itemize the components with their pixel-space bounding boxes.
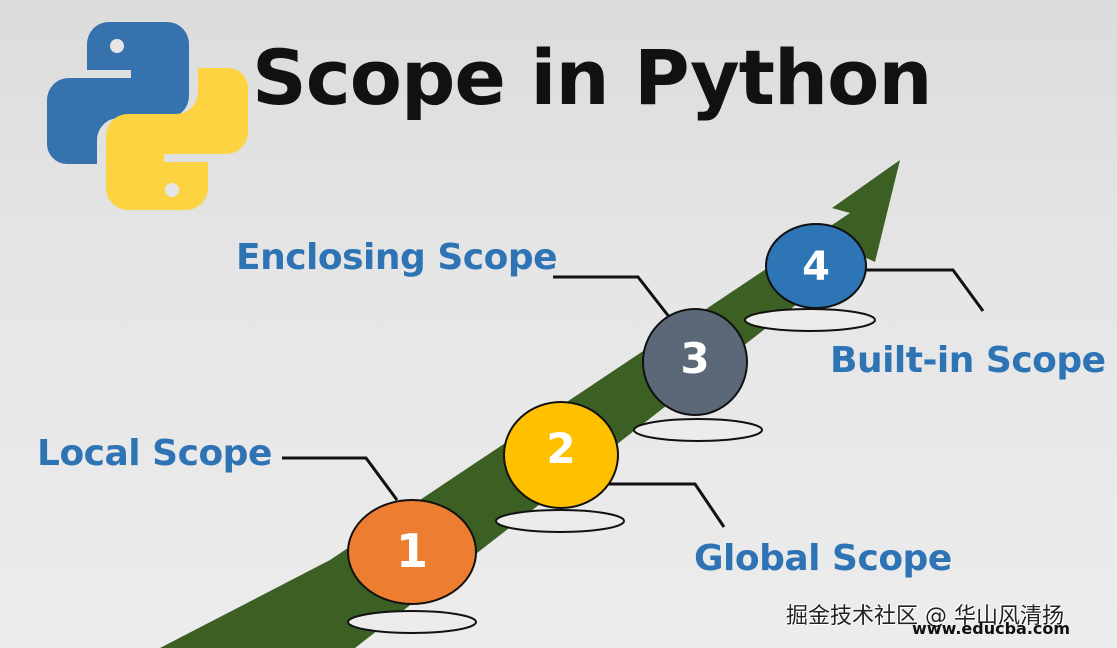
step-number-2: 2 [546,424,576,473]
label-builtin-scope: Built-in Scope [830,340,1106,381]
step-number-4: 4 [802,244,830,290]
python-logo-icon [47,22,248,210]
step-3-graphic [633,308,763,442]
step-2-graphic [495,401,625,533]
leader-lines [282,268,985,528]
label-local-scope: Local Scope [37,433,272,474]
step-number-1: 1 [395,524,428,578]
watermark-text: 掘金技术社区 @ 华山风清扬 [786,604,1064,629]
step-number-3: 3 [680,334,710,383]
label-global-scope: Global Scope [694,538,952,579]
site-url: www.educba.com [912,619,1071,638]
step-1-graphic [347,499,477,634]
label-enclosing-scope: Enclosing Scope [236,237,558,278]
step-4-graphic [744,223,876,332]
page-title: Scope in Python [252,33,932,122]
